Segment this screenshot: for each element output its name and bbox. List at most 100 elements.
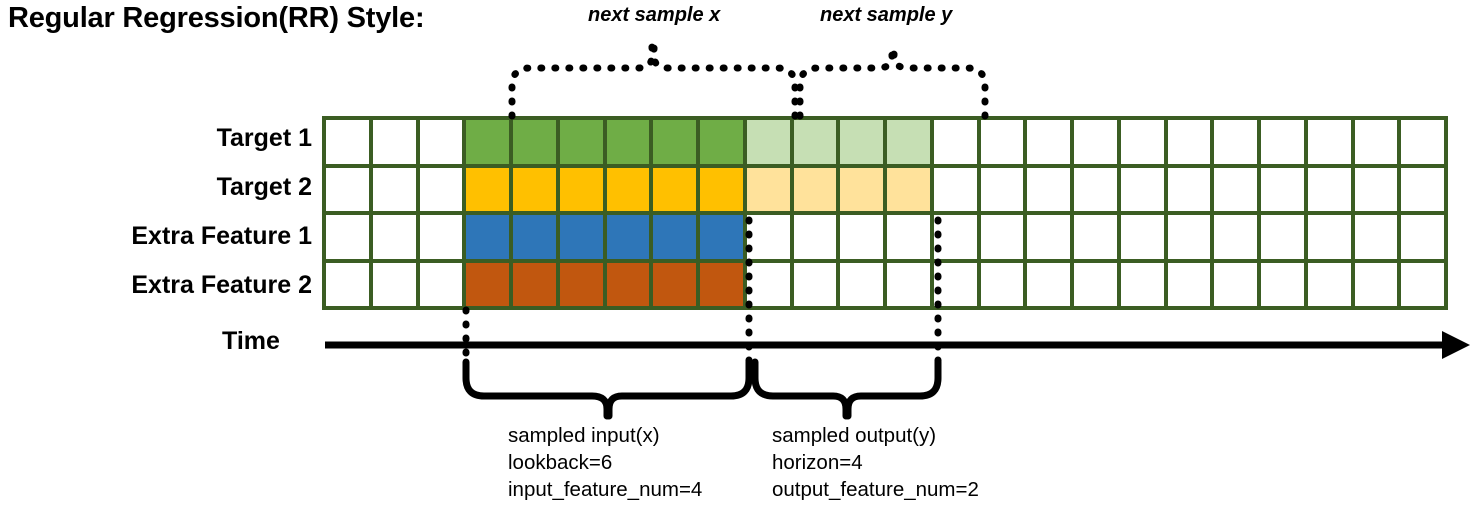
sampled-output-horizon: horizon=4 xyxy=(772,451,863,475)
grid-cell-r4-c12 xyxy=(840,262,883,306)
grid-cell-r4-c10 xyxy=(746,262,790,306)
grid-cell-r1-c18 xyxy=(1120,120,1164,164)
grid-cell-r3-c11 xyxy=(793,215,837,259)
grid-cell-r1-c10 xyxy=(746,120,790,164)
grid-cell-r2-c11 xyxy=(793,167,837,211)
grid-cell-r3-c18 xyxy=(1120,215,1164,259)
brace-next-sample-x xyxy=(508,40,799,120)
grid-cell-r3-c13 xyxy=(887,215,930,259)
grid-cell-r3-c4 xyxy=(466,215,509,259)
grid-cell-r4-c16 xyxy=(1027,262,1070,306)
grid-cell-r3-c14 xyxy=(933,215,977,259)
grid-cell-r4-c9 xyxy=(700,262,743,306)
grid-cell-r3-c6 xyxy=(559,215,603,259)
grid-cell-r2-c13 xyxy=(887,167,930,211)
grid-cell-r2-c7 xyxy=(606,167,650,211)
grid-cell-r1-c3 xyxy=(419,120,463,164)
grid-cell-r4-c7 xyxy=(606,262,650,306)
time-axis-arrow xyxy=(325,331,1470,359)
grid-cell-r1-c22 xyxy=(1307,120,1351,164)
grid-cell-r3-c19 xyxy=(1167,215,1211,259)
grid-cell-r3-c3 xyxy=(419,215,463,259)
grid-cell-r2-c12 xyxy=(840,167,883,211)
row-label-group: Target 1 Target 2 Extra Feature 1 Extra … xyxy=(0,118,312,310)
grid-cell-r1-c8 xyxy=(653,120,696,164)
grid-cell-r1-c14 xyxy=(933,120,977,164)
page-title: Regular Regression(RR) Style: xyxy=(8,2,425,34)
brace-next-sample-y xyxy=(796,40,989,120)
annotation-sampled-output: sampled output(y) horizon=4 output_featu… xyxy=(772,422,979,503)
grid-cell-r4-c17 xyxy=(1074,262,1117,306)
grid-cell-r1-c20 xyxy=(1214,120,1257,164)
grid-cell-r2-c10 xyxy=(746,167,790,211)
grid-cell-r1-c21 xyxy=(1261,120,1304,164)
grid-cell-r4-c8 xyxy=(653,262,696,306)
timeline-grid xyxy=(322,116,1448,310)
annotation-next-sample-y: next sample y xyxy=(820,4,953,26)
grid-cell-r3-c12 xyxy=(840,215,883,259)
time-axis-label: Time xyxy=(222,327,280,355)
grid-cell-r2-c20 xyxy=(1214,167,1257,211)
sampled-output-feature-num: output_feature_num=2 xyxy=(772,478,979,502)
grid-cell-r2-c4 xyxy=(466,167,509,211)
grid-cell-r4-c2 xyxy=(372,262,416,306)
grid-cell-r4-c18 xyxy=(1120,262,1164,306)
grid-cell-r2-c18 xyxy=(1120,167,1164,211)
row-label-target-2: Target 2 xyxy=(216,173,312,201)
grid-cell-r1-c6 xyxy=(559,120,603,164)
grid-cell-r1-c4 xyxy=(466,120,509,164)
grid-cell-r4-c4 xyxy=(466,262,509,306)
grid-cell-r1-c9 xyxy=(700,120,743,164)
annotation-next-sample-x: next sample x xyxy=(588,4,721,26)
grid-cell-r3-c20 xyxy=(1214,215,1257,259)
grid-cell-r1-c7 xyxy=(606,120,650,164)
grid-cell-r4-c21 xyxy=(1261,262,1304,306)
grid-cell-r1-c12 xyxy=(840,120,883,164)
grid-cell-r3-c23 xyxy=(1354,215,1398,259)
grid-cell-r3-c9 xyxy=(700,215,743,259)
row-label-extra-feature-2: Extra Feature 2 xyxy=(131,271,312,299)
grid-cell-r4-c15 xyxy=(980,262,1024,306)
grid-cell-r1-c17 xyxy=(1074,120,1117,164)
grid-cell-r4-c14 xyxy=(933,262,977,306)
grid-cell-r2-c23 xyxy=(1354,167,1398,211)
grid-cell-r4-c5 xyxy=(513,262,556,306)
grid-cell-r3-c5 xyxy=(513,215,556,259)
brace-sampled-input xyxy=(462,358,753,420)
grid-cell-r1-c15 xyxy=(980,120,1024,164)
grid-cell-r3-c22 xyxy=(1307,215,1351,259)
grid-cell-r4-c11 xyxy=(793,262,837,306)
grid-cell-r3-c1 xyxy=(326,215,369,259)
grid-cell-r2-c3 xyxy=(419,167,463,211)
grid-cell-r2-c6 xyxy=(559,167,603,211)
sampled-input-lookback: lookback=6 xyxy=(508,451,613,475)
grid-cell-r4-c1 xyxy=(326,262,369,306)
grid-cell-r2-c5 xyxy=(513,167,556,211)
grid-cell-r4-c23 xyxy=(1354,262,1398,306)
grid-cell-r1-c11 xyxy=(793,120,837,164)
grid-cell-r2-c16 xyxy=(1027,167,1070,211)
grid-cell-r4-c24 xyxy=(1401,262,1444,306)
grid-cell-r3-c7 xyxy=(606,215,650,259)
grid-cell-r1-c1 xyxy=(326,120,369,164)
grid-cell-r3-c15 xyxy=(980,215,1024,259)
grid-cell-r3-c10 xyxy=(746,215,790,259)
grid-cell-r2-c22 xyxy=(1307,167,1351,211)
row-label-extra-feature-1: Extra Feature 1 xyxy=(131,222,312,250)
row-label-target-1: Target 1 xyxy=(216,124,312,152)
grid-cell-r2-c19 xyxy=(1167,167,1211,211)
grid-cell-r3-c8 xyxy=(653,215,696,259)
sampled-input-feature-num: input_feature_num=4 xyxy=(508,478,703,502)
annotation-sampled-input: sampled input(x) lookback=6 input_featur… xyxy=(508,422,702,503)
grid-cell-r1-c23 xyxy=(1354,120,1398,164)
grid-cell-r2-c17 xyxy=(1074,167,1117,211)
grid-cell-r4-c13 xyxy=(887,262,930,306)
grid-cell-r4-c20 xyxy=(1214,262,1257,306)
brace-sampled-output xyxy=(751,358,942,420)
grid-cell-r1-c13 xyxy=(887,120,930,164)
grid-cell-r3-c16 xyxy=(1027,215,1070,259)
grid-cell-r2-c14 xyxy=(933,167,977,211)
grid-cell-r4-c3 xyxy=(419,262,463,306)
grid-cell-r3-c21 xyxy=(1261,215,1304,259)
